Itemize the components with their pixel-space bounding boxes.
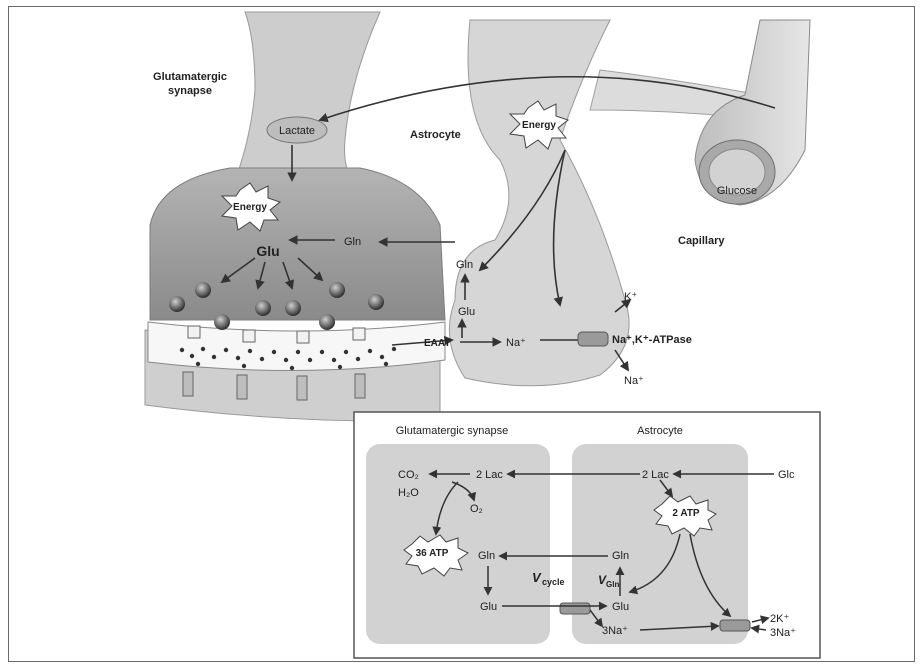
label-glu-neuron: Glu xyxy=(256,243,279,259)
inset-lac-neuron: 2 Lac xyxy=(476,469,503,481)
inset-transporter xyxy=(560,603,590,614)
inset-gln-neuron: Gln xyxy=(478,550,495,562)
inset-h2o: H₂O xyxy=(398,487,419,499)
label-gln-astrocyte: Gln xyxy=(456,259,473,271)
inset-atp36: 36 ATP xyxy=(416,548,449,559)
label-na-k-atpase: Na⁺,K⁺-ATPase xyxy=(612,334,692,346)
inset-glu-astro: Glu xyxy=(612,601,629,613)
inset-glc: Glc xyxy=(778,469,795,481)
label-gln-neuron: Gln xyxy=(344,236,361,248)
label-na-out: Na⁺ xyxy=(624,375,644,387)
label-glu-astrocyte: Glu xyxy=(458,306,475,318)
inset-two-k: 2K⁺ xyxy=(770,613,789,625)
inset-glu-neuron: Glu xyxy=(480,601,497,613)
inset-three-na-out: 3Na⁺ xyxy=(770,627,796,639)
inset-three-na: 3Na⁺ xyxy=(602,625,628,637)
label-energy-neuron: Energy xyxy=(233,202,267,213)
inset-co2: CO₂ xyxy=(398,469,419,481)
inset-vgln-sub: Gln xyxy=(606,580,619,589)
inset-vcycle-v: V xyxy=(532,570,542,585)
label-glucose: Glucose xyxy=(717,185,757,197)
label-astrocyte: Astrocyte xyxy=(410,129,461,141)
label-eaat: EAAT xyxy=(424,338,450,349)
label-lactate: Lactate xyxy=(279,125,315,137)
presynaptic-terminal xyxy=(150,168,445,320)
inset-atp2: 2 ATP xyxy=(672,508,700,519)
inset-gln-astro: Gln xyxy=(612,550,629,562)
label-glutamatergic-synapse-1: Glutamatergic xyxy=(153,71,227,83)
label-energy-astrocyte: Energy xyxy=(522,120,556,131)
label-capillary: Capillary xyxy=(678,235,725,247)
inset-title-synapse: Glutamatergic synapse xyxy=(396,425,509,437)
pump-body xyxy=(578,332,608,346)
inset-pump xyxy=(720,620,750,631)
inset-lac-astro: 2 Lac xyxy=(642,469,669,481)
label-na-in: Na⁺ xyxy=(506,337,526,349)
inset-title-astrocyte: Astrocyte xyxy=(637,425,683,437)
label-k-plus: K⁺ xyxy=(624,291,637,303)
inset-vcycle-sub: cycle xyxy=(542,577,565,587)
label-glutamatergic-synapse-2: synapse xyxy=(168,85,212,97)
inset-o2: O₂ xyxy=(470,503,483,515)
